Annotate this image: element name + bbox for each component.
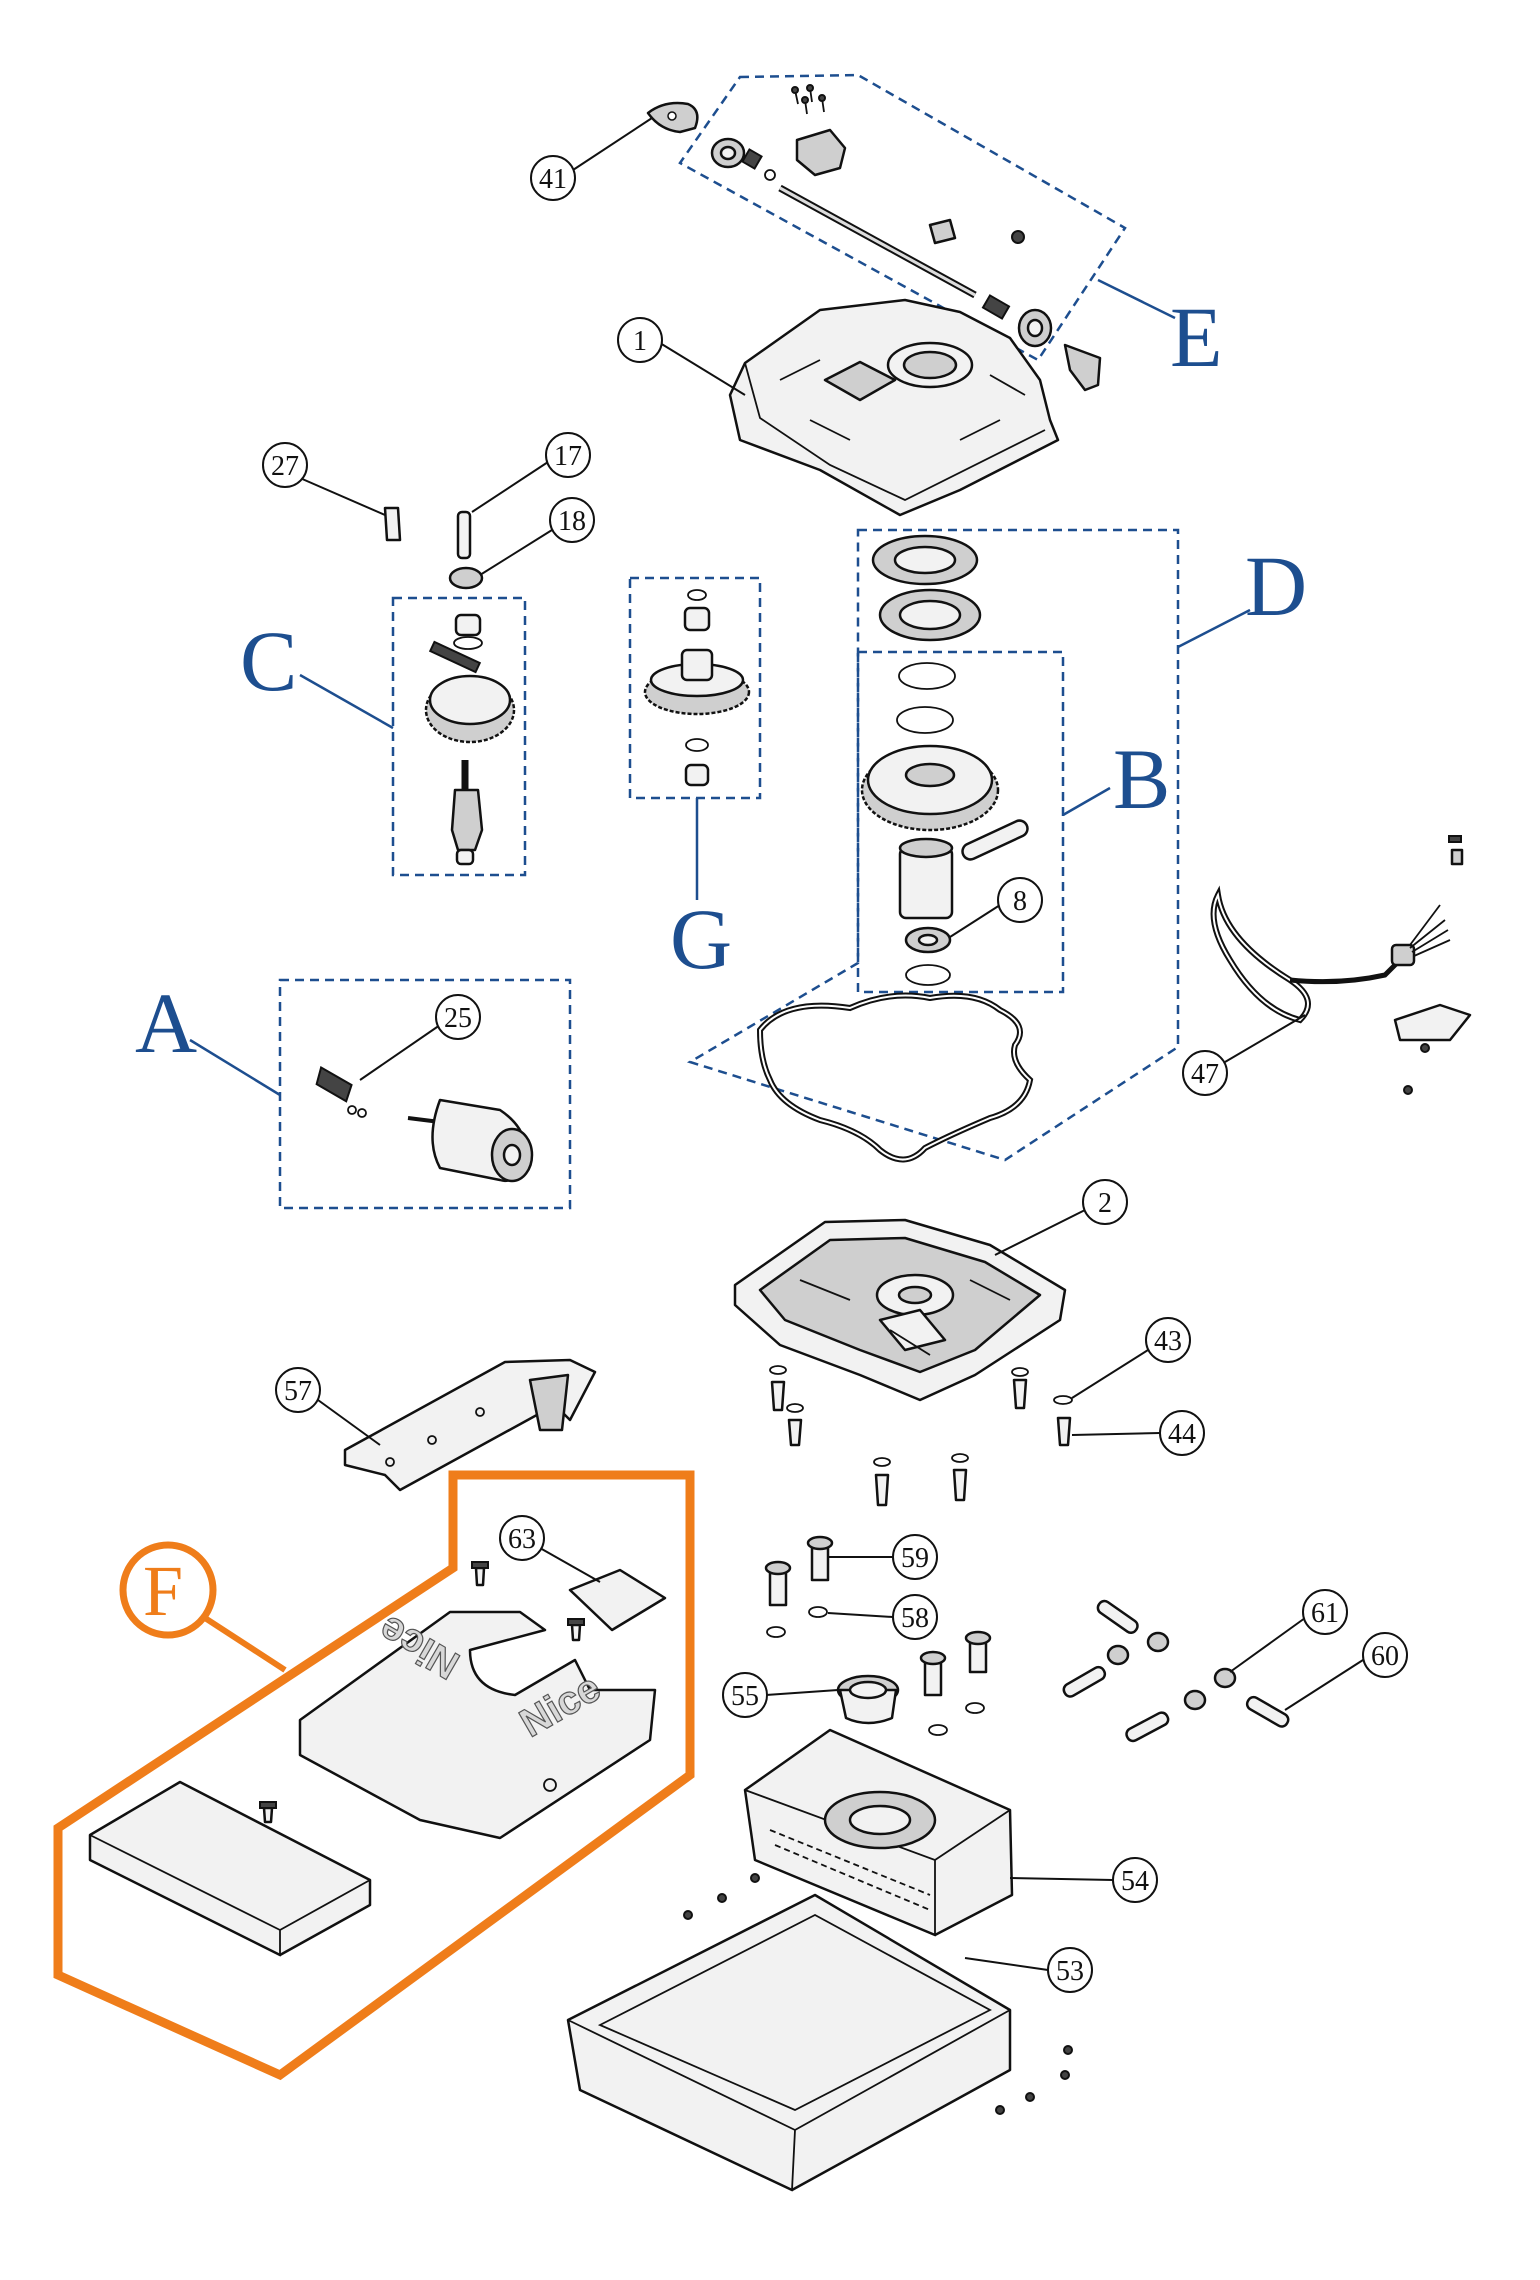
- callout-2: 2: [1098, 1188, 1112, 1219]
- callout-27: 27: [271, 451, 299, 482]
- callout-44: 44: [1168, 1419, 1196, 1450]
- callout-circle-60: [1362, 1632, 1408, 1678]
- callout-8: 8: [1013, 886, 1027, 917]
- part-54-frame: [743, 1728, 1014, 1937]
- callout-circle-58: [892, 1594, 938, 1640]
- group-d-gear-stack: D B: [686, 528, 1307, 1163]
- callout-circle-44: [1159, 1410, 1205, 1456]
- callout-circle-63: [499, 1515, 545, 1561]
- callout-54: 54: [1121, 1866, 1149, 1897]
- callout-circle-54: [1112, 1857, 1158, 1903]
- part-53-base-tray: [566, 1873, 1073, 2192]
- callouts: 41 1 27 17 18 8 25 47 2 43: [262, 117, 1408, 1993]
- callout-circle-57: [275, 1367, 321, 1413]
- callout-circle-43: [1145, 1317, 1191, 1363]
- group-a-motor: A: [135, 975, 572, 1210]
- callout-circle-18: [549, 497, 595, 543]
- callout-60: 60: [1371, 1641, 1399, 1672]
- callout-circle-17: [545, 432, 591, 478]
- callout-41: 41: [539, 164, 567, 195]
- group-c-pinion-assembly: C: [240, 506, 527, 877]
- part-47-cable-harness: [1210, 835, 1472, 1095]
- group-label-g: G: [670, 891, 732, 987]
- callout-circle-1: [617, 317, 663, 363]
- part-1-gearbox-cover: [728, 298, 1060, 517]
- callout-58: 58: [901, 1603, 929, 1634]
- callout-61: 61: [1311, 1598, 1339, 1629]
- group-label-e: E: [1170, 289, 1223, 385]
- callout-circle-47: [1182, 1050, 1228, 1096]
- callout-circle-55: [722, 1672, 768, 1718]
- callout-18: 18: [558, 506, 586, 537]
- callout-circle-53: [1047, 1947, 1093, 1993]
- callout-63: 63: [508, 1524, 536, 1555]
- base-screws: [769, 1365, 1073, 1507]
- callout-53: 53: [1056, 1956, 1084, 1987]
- tray-screws: [683, 1873, 1073, 2115]
- group-e-shaft-assembly: E: [646, 73, 1223, 392]
- small-hardware: [764, 1535, 1290, 1743]
- group-label-f: F: [143, 1551, 183, 1631]
- part-57-bracket: [343, 1358, 597, 1492]
- part-2-gearbox-base: [733, 1218, 1067, 1402]
- group-label-b: B: [1113, 731, 1170, 827]
- group-label-a: A: [135, 975, 197, 1071]
- group-label-c: C: [240, 613, 297, 709]
- callout-circle-61: [1302, 1589, 1348, 1635]
- group-f-covers: F Nice Nice: [53, 1470, 695, 2081]
- callout-47: 47: [1191, 1059, 1219, 1090]
- callout-57: 57: [284, 1376, 312, 1407]
- callout-55: 55: [731, 1681, 759, 1712]
- callout-circle-41: [530, 155, 576, 201]
- callout-circle-2: [1082, 1179, 1128, 1225]
- group-g-intermediate-gear: G: [628, 576, 762, 987]
- callout-circle-27: [262, 442, 308, 488]
- callout-59: 59: [901, 1543, 929, 1574]
- callout-circle-8: [997, 877, 1043, 923]
- group-label-d: D: [1245, 538, 1307, 634]
- callout-1: 1: [633, 326, 647, 357]
- callout-circle-25: [435, 994, 481, 1040]
- callout-25: 25: [444, 1003, 472, 1034]
- callout-17: 17: [554, 441, 582, 472]
- callout-43: 43: [1154, 1326, 1182, 1357]
- callout-circle-59: [892, 1534, 938, 1580]
